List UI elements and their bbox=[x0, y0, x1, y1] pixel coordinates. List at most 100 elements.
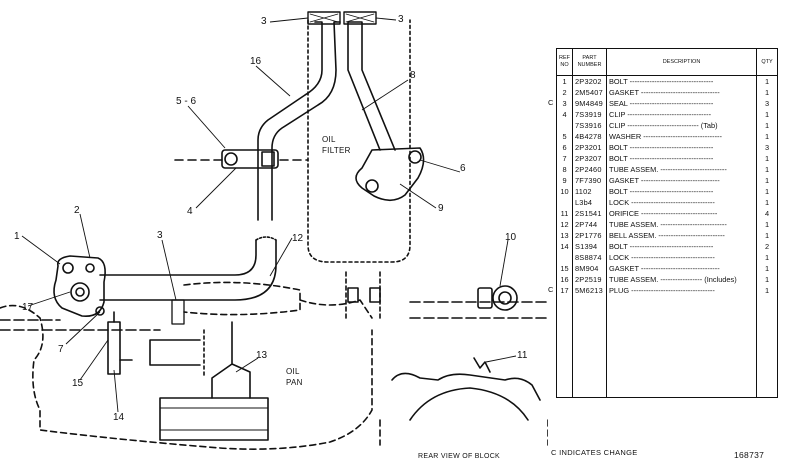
cell-ref: 12 bbox=[560, 220, 569, 229]
cell-part: S1394 bbox=[575, 242, 598, 251]
callout-6: 6 bbox=[460, 163, 466, 174]
cell-part: 2P2519 bbox=[575, 275, 602, 284]
cell-part: 7S3916 bbox=[575, 121, 602, 130]
cell-qty: 1 bbox=[764, 176, 770, 185]
cell-qty: 1 bbox=[764, 275, 770, 284]
tube-assembly-12 bbox=[99, 239, 277, 301]
oil-lines-exploded-drawing bbox=[0, 11, 548, 450]
cell-qty: 1 bbox=[764, 121, 770, 130]
cell-qty: 2 bbox=[764, 242, 770, 251]
cell-desc: GASKET -------------------------------- bbox=[609, 264, 720, 273]
table-row: 12 2P744 TUBE ASSEM. ---------------------… bbox=[557, 219, 777, 230]
cell-ref: 3 bbox=[562, 99, 567, 108]
cell-qty: 1 bbox=[764, 187, 770, 196]
table-row: 16 2P2519 TUBE ASSEM. ----------------- (I… bbox=[557, 274, 777, 285]
figure-number: 168737 bbox=[734, 450, 765, 460]
cell-part: 7S3919 bbox=[575, 110, 602, 119]
cell-qty: 1 bbox=[764, 253, 770, 262]
cell-ref: 5 bbox=[562, 132, 567, 141]
change-note: C INDICATES CHANGE bbox=[551, 448, 638, 457]
cell-desc: BOLT ---------------------------------- bbox=[609, 77, 714, 86]
cell-ref: 6 bbox=[562, 143, 567, 152]
bolt-10-ring bbox=[492, 285, 518, 311]
callout-3-middle: 3 bbox=[157, 230, 163, 241]
cell-desc: BOLT ---------------------------------- bbox=[609, 143, 714, 152]
table-header: REF NO PART NUMBER DESCRIPTION QTY bbox=[557, 49, 777, 76]
cell-part: 2P3202 bbox=[575, 77, 602, 86]
table-row: 8 2P2460 TUBE ASSEM. ---------------------… bbox=[557, 164, 777, 175]
cell-desc: CLIP ---------------------------------- bbox=[609, 110, 712, 119]
rear-view-block bbox=[391, 372, 541, 421]
cell-part: 2P3207 bbox=[575, 154, 602, 163]
header-part-number: PART NUMBER bbox=[573, 49, 607, 75]
cell-ref: 10 bbox=[560, 187, 569, 196]
tube-assembly-16 bbox=[257, 21, 341, 221]
cell-part: 2S1541 bbox=[575, 209, 602, 218]
cell-ref: 15 bbox=[560, 264, 569, 273]
cell-desc: LOCK ---------------------------------- bbox=[609, 198, 715, 207]
cell-qty: 1 bbox=[764, 220, 770, 229]
callout-8: 8 bbox=[410, 70, 416, 81]
cell-qty: 1 bbox=[764, 88, 770, 97]
change-mark: C bbox=[548, 285, 554, 294]
callout-10: 10 bbox=[505, 232, 517, 243]
callout-3-top-left: 3 bbox=[261, 16, 267, 27]
cell-part: 8M904 bbox=[575, 264, 599, 273]
orifice-11 bbox=[473, 357, 491, 373]
cell-ref: 7 bbox=[562, 154, 567, 163]
cell-desc: BOLT ---------------------------------- bbox=[609, 154, 714, 163]
suction-tube bbox=[149, 321, 251, 399]
cell-qty: 1 bbox=[764, 264, 770, 273]
callout-15: 15 bbox=[72, 378, 84, 389]
cell-desc: SEAL ---------------------------------- bbox=[609, 99, 714, 108]
header-ref-no: REF NO bbox=[557, 49, 573, 75]
cell-part: L3b4 bbox=[575, 198, 593, 207]
oil-pan-outline bbox=[0, 299, 373, 450]
callout-12: 12 bbox=[292, 233, 304, 244]
callout-4: 4 bbox=[187, 206, 193, 217]
table-row: 7 2P3207 BOLT ----------------------------… bbox=[557, 153, 777, 164]
cell-ref: 9 bbox=[562, 176, 567, 185]
table-row: L3b4 LOCK -------------------------------… bbox=[557, 197, 777, 208]
cell-qty: 1 bbox=[764, 132, 770, 141]
cell-part: 7F7390 bbox=[575, 176, 602, 185]
cell-ref: 17 bbox=[560, 286, 569, 295]
cell-qty: 1 bbox=[764, 77, 770, 86]
cell-part: 2M5407 bbox=[575, 88, 603, 97]
cell-part: 1102 bbox=[575, 187, 592, 196]
cell-ref: 16 bbox=[560, 275, 569, 284]
callout-3-top-right: 3 bbox=[398, 14, 404, 25]
cell-qty: 1 bbox=[764, 154, 770, 163]
cell-part: 2P2460 bbox=[575, 165, 602, 174]
elbow-fitting bbox=[53, 255, 106, 318]
cell-desc: TUBE ASSEM. --------------------------- bbox=[609, 220, 727, 229]
cell-desc: PLUG ---------------------------------- bbox=[609, 286, 715, 295]
table-row: 6 2P3201 BOLT ----------------------------… bbox=[557, 142, 777, 153]
cell-ref: 8 bbox=[562, 165, 567, 174]
cell-desc: TUBE ASSEM. ----------------- (Includes) bbox=[609, 275, 737, 284]
cell-qty: 1 bbox=[764, 110, 770, 119]
cell-qty: 3 bbox=[764, 143, 770, 152]
cell-desc: BOLT ---------------------------------- bbox=[609, 242, 714, 251]
cell-qty: 1 bbox=[764, 231, 770, 240]
cell-desc: TUBE ASSEM. --------------------------- bbox=[609, 165, 727, 174]
table-row: 15 8M904 GASKET --------------------------… bbox=[557, 263, 777, 274]
callout-16: 16 bbox=[250, 56, 262, 67]
cell-desc: WASHER -------------------------------- bbox=[609, 132, 722, 141]
cell-ref: 13 bbox=[560, 231, 569, 240]
table-row: 1 2P3202 BOLT ----------------------------… bbox=[557, 76, 777, 87]
cell-part: 2P744 bbox=[575, 220, 598, 229]
clip-assembly bbox=[221, 149, 279, 169]
cell-part: 2P3201 bbox=[575, 143, 602, 152]
callout-2: 2 bbox=[74, 205, 80, 216]
cell-part: 8S8874 bbox=[575, 253, 602, 262]
cell-qty: 1 bbox=[764, 286, 770, 295]
